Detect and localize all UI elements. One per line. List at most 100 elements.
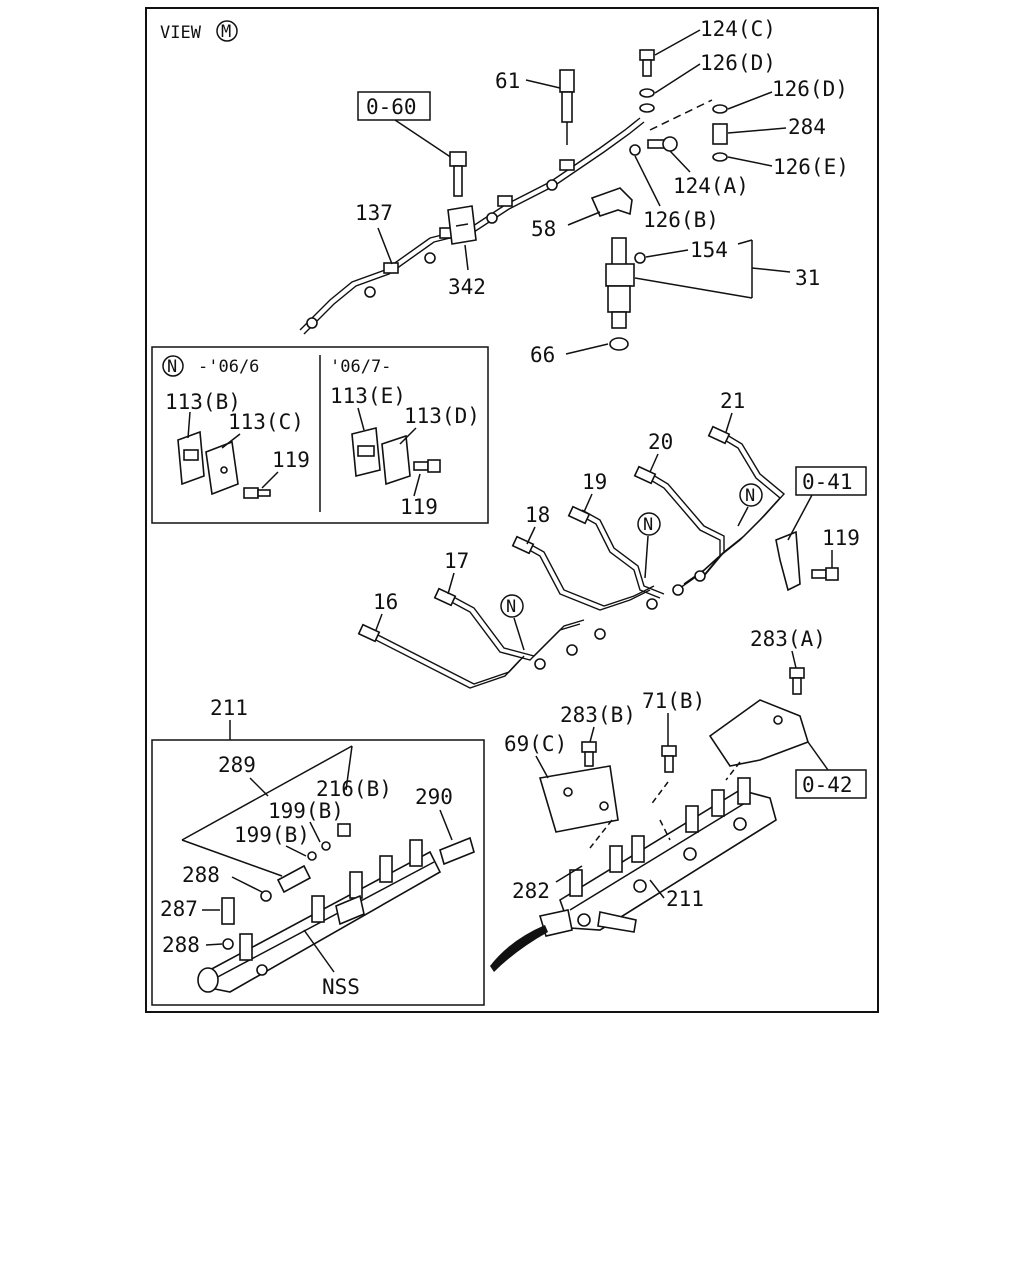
oring-288-b: [222, 938, 234, 950]
bolt-119-b: [413, 459, 441, 473]
label-31: 31: [795, 266, 820, 290]
label-119-b: 119: [400, 495, 438, 519]
ref-0-41[interactable]: 0-41: [802, 470, 853, 494]
label-154: 154: [690, 238, 728, 262]
label-199b-2: 199(B): [234, 823, 310, 847]
label-21: 21: [720, 389, 745, 413]
label-126d-2: 126(D): [772, 77, 848, 101]
bracket-69c: [538, 765, 619, 833]
n-marker-3: N: [745, 486, 755, 506]
rail-nss: [197, 839, 442, 993]
bolt-71b: [661, 745, 677, 773]
label-16: 16: [373, 590, 398, 614]
label-290: 290: [415, 785, 453, 809]
label-66: 66: [530, 343, 555, 367]
label-287: 287: [160, 897, 198, 921]
label-18: 18: [525, 503, 550, 527]
view-marker: M: [221, 22, 231, 42]
label-126d-1: 126(D): [700, 51, 776, 75]
inset-marker-circle: [162, 355, 184, 377]
n-marker-circle-3: [739, 483, 763, 507]
eye-bolt-124c: [639, 49, 655, 77]
washer-126d-2: [712, 104, 728, 114]
label-19: 19: [582, 470, 607, 494]
washer-126d-1: [639, 88, 655, 98]
label-283a: 283(A): [750, 627, 826, 651]
label-113c: 113(C): [228, 410, 304, 434]
n-marker-circle-1: [500, 594, 524, 618]
label-17: 17: [444, 549, 469, 573]
label-119-a: 119: [272, 448, 310, 472]
clamp-113b: [177, 430, 205, 486]
bolt-119-a: [243, 487, 271, 499]
bracket-upper: [708, 699, 809, 767]
ref-0-42[interactable]: 0-42: [802, 773, 853, 797]
sensor-290: [439, 836, 475, 866]
limiter-289: [276, 864, 312, 894]
oring-199b-1: [307, 851, 317, 861]
oring-199b-2: [321, 841, 331, 851]
inset-title-left: -'06/6: [198, 357, 259, 377]
label-126e: 126(E): [773, 155, 849, 179]
n-marker-1: N: [506, 597, 516, 617]
label-69c: 69(C): [504, 732, 567, 756]
label-61: 61: [495, 69, 520, 93]
clamp-113d: [381, 434, 411, 486]
clamp-342: [447, 205, 477, 245]
inset-marker: N: [167, 357, 177, 377]
ref-0-60[interactable]: 0-60: [366, 95, 417, 119]
label-119-c: 119: [822, 526, 860, 550]
plug-287: [221, 897, 235, 925]
label-58: 58: [531, 217, 556, 241]
common-rail-211: [538, 777, 777, 937]
label-211-top: 211: [210, 696, 248, 720]
washer-126e: [712, 152, 728, 162]
label-211: 211: [666, 887, 704, 911]
ref-box-0-42[interactable]: [795, 769, 867, 799]
n-marker-2: N: [643, 515, 653, 535]
washer-126d-3: [639, 103, 655, 113]
label-199b-1: 199(B): [268, 799, 344, 823]
label-126b: 126(B): [643, 208, 719, 232]
label-124c: 124(C): [700, 17, 776, 41]
bolt-283a: [789, 667, 805, 695]
connector-284: [712, 123, 728, 145]
n-marker-circle-2: [637, 512, 661, 536]
label-20: 20: [648, 430, 673, 454]
label-113e: 113(E): [330, 384, 406, 408]
label-113b: 113(B): [165, 390, 241, 414]
plug-216b: [337, 823, 351, 837]
bracket-58: [590, 187, 633, 217]
label-283b: 283(B): [560, 703, 636, 727]
label-282: 282: [512, 879, 550, 903]
label-137: 137: [355, 201, 393, 225]
wire-harness: [490, 925, 548, 972]
leak-off-pipe-137: [299, 117, 645, 335]
label-342: 342: [448, 275, 486, 299]
label-nss: NSS: [322, 975, 360, 999]
diagram-frame: [145, 7, 879, 1013]
bolt-0-60: [449, 151, 467, 197]
ref-box-0-41[interactable]: [795, 466, 867, 496]
view-label: VIEW: [160, 23, 202, 43]
label-284: 284: [788, 115, 826, 139]
label-124a: 124(A): [673, 174, 749, 198]
inset-clamps: [151, 346, 489, 524]
label-288-b: 288: [162, 933, 200, 957]
label-113d: 113(D): [404, 404, 480, 428]
ref-box-0-60[interactable]: [357, 91, 431, 121]
bolt-283b: [581, 741, 597, 767]
eye-bolt-124a: [647, 136, 678, 152]
clamp-113c: [205, 440, 239, 496]
label-289: 289: [218, 753, 256, 777]
dash-link: [649, 99, 713, 131]
label-288-a: 288: [182, 863, 220, 887]
label-216b: 216(B): [316, 777, 392, 801]
leader-0-60: [394, 119, 459, 163]
sensor-61: [559, 69, 575, 145]
label-71b: 71(B): [642, 689, 705, 713]
clamp-113e: [351, 426, 381, 478]
inset-title-right: '06/7-: [330, 357, 391, 377]
injector-31: [605, 237, 646, 351]
